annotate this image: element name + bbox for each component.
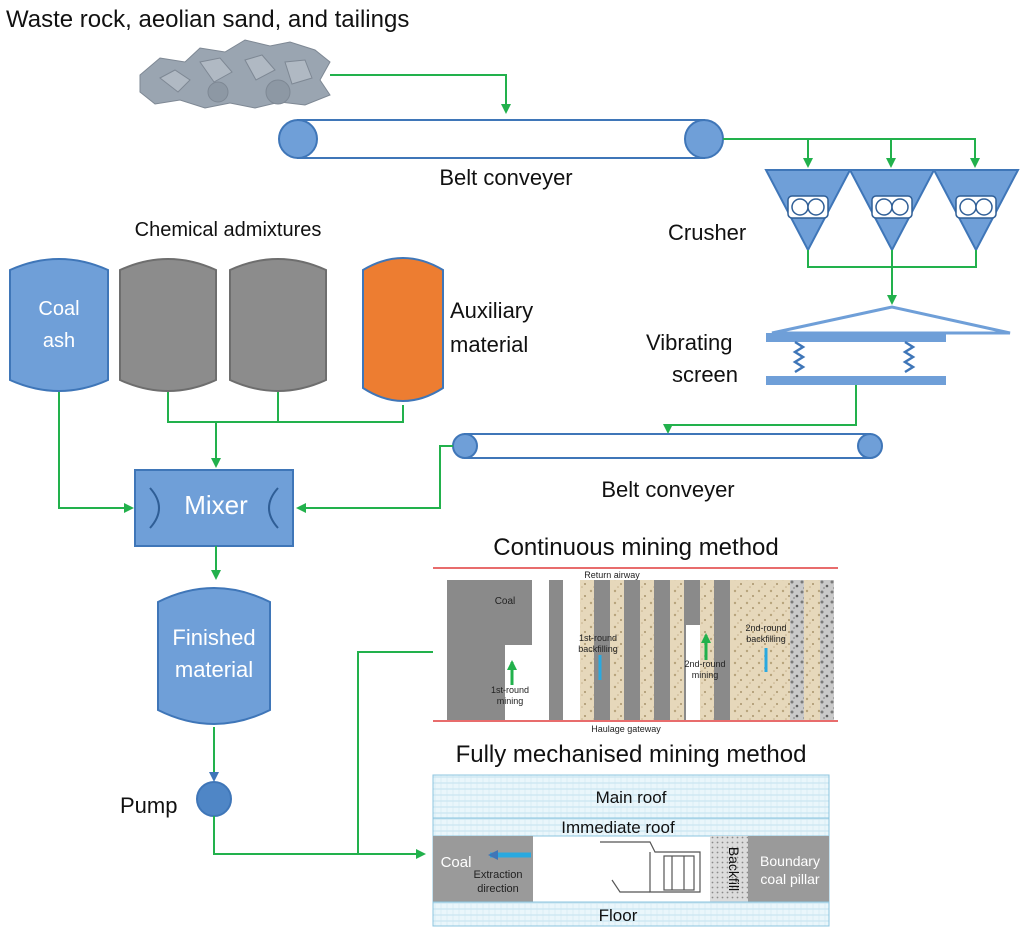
mixer-label: Mixer <box>184 490 248 520</box>
belt-conveyer-2-label: Belt conveyer <box>601 477 734 502</box>
round2-backfill-label-2: backfilling <box>746 634 786 644</box>
flow-line <box>278 405 404 423</box>
mech-coal-label: Coal <box>441 854 472 871</box>
finished-label-2: material <box>175 657 253 682</box>
mechanised-mining-panel <box>432 774 830 927</box>
boundary-label-2: coal pillar <box>760 871 819 887</box>
auxiliary-label-1: Auxiliary <box>450 298 533 323</box>
coal-ash-label-1: Coal <box>38 298 79 320</box>
flow-arrow <box>663 385 857 434</box>
flow-arrow <box>357 647 446 854</box>
round1-mining-label-1: 1st-round <box>491 685 529 695</box>
rock-pile-icon <box>139 39 331 109</box>
round1-mining-label-2: mining <box>497 696 524 706</box>
return-airway-label: Return airway <box>584 570 640 580</box>
chemical-admixtures-label: Chemical admixtures <box>135 219 322 241</box>
belt-conveyer-2 <box>452 433 883 459</box>
round2-backfill-label-1: 2nd-round <box>745 623 786 633</box>
flow-arrow <box>58 392 134 513</box>
haulage-gateway-label: Haulage gateway <box>591 724 661 734</box>
continuous-mining-panel <box>433 567 838 723</box>
coal-ash-label-2: ash <box>43 330 75 352</box>
flow-arrow <box>296 445 453 513</box>
input-materials-title: Waste rock, aeolian sand, and tailings <box>6 6 409 33</box>
round1-backfill-label-2: backfilling <box>578 644 618 654</box>
flow-arrow <box>213 816 426 859</box>
auxiliary-label-2: material <box>450 332 528 357</box>
crusher-rollers-icon <box>787 195 997 219</box>
chemical-tank-1 <box>119 258 217 392</box>
continuous-title: Continuous mining method <box>493 534 779 561</box>
finished-label-1: Finished <box>172 625 255 650</box>
chemical-tank-2 <box>229 258 327 392</box>
flow-arrow <box>723 138 980 168</box>
auxiliary-material-tank <box>362 257 444 402</box>
mechanised-title: Fully mechanised mining method <box>456 741 807 768</box>
flow-line <box>167 392 279 423</box>
round1-backfill-label-1: 1st-round <box>579 633 617 643</box>
vibrating-screen-label-1: Vibrating <box>646 330 732 355</box>
extraction-label-2: direction <box>477 883 519 895</box>
coal-label: Coal <box>495 596 516 607</box>
round2-mining-label-1: 2nd-round <box>684 659 725 669</box>
boundary-label-1: Boundary <box>760 853 820 869</box>
backfill-label: Backfill <box>726 847 742 891</box>
floor-label: Floor <box>599 906 638 925</box>
mixer <box>134 469 294 547</box>
coal-ash-tank <box>9 258 109 392</box>
vibrating-screen <box>766 305 1011 385</box>
crusher-label: Crusher <box>668 220 746 245</box>
pump-label: Pump <box>120 793 177 818</box>
vibrating-screen-label-2: screen <box>672 362 738 387</box>
belt-conveyer-1 <box>278 119 724 159</box>
immediate-roof-label: Immediate roof <box>561 818 675 837</box>
finished-material-tank <box>157 587 271 725</box>
pump-icon <box>196 781 232 817</box>
round2-mining-label-2: mining <box>692 670 719 680</box>
main-roof-label: Main roof <box>596 788 667 807</box>
flow-arrow <box>330 74 511 114</box>
extraction-label-1: Extraction <box>474 869 523 881</box>
belt-conveyer-1-label: Belt conveyer <box>439 165 572 190</box>
